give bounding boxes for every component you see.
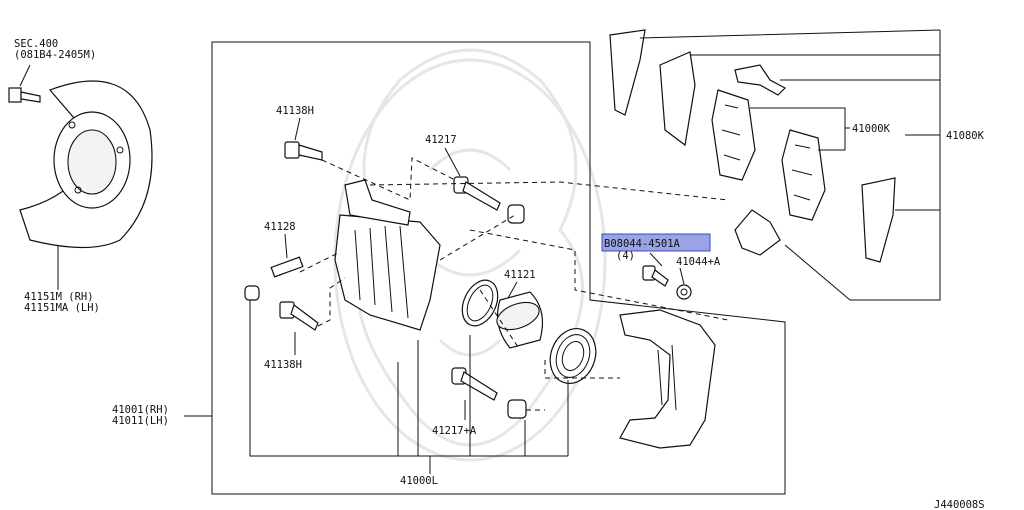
label-pad-set[interactable]: 41080K bbox=[946, 130, 985, 142]
leader-lines bbox=[184, 29, 941, 474]
shield-bolt[interactable] bbox=[8, 87, 41, 103]
caliper-mount-bolt-part[interactable] bbox=[642, 265, 669, 287]
highlighted-part-box[interactable] bbox=[601, 233, 711, 252]
guide-pin-bolt-bottom-part[interactable] bbox=[279, 301, 319, 331]
boot-bottom-part[interactable] bbox=[507, 399, 527, 419]
piston-boot-part[interactable] bbox=[543, 322, 603, 390]
pad-clips-part[interactable] bbox=[734, 64, 786, 96]
outer-brake-pad-part[interactable] bbox=[711, 89, 756, 181]
guide-pin-bolt-top-part[interactable] bbox=[284, 141, 323, 161]
splash-shield-part[interactable] bbox=[19, 80, 153, 249]
part-labels: SEC.400 (081B4-2405M) 41151M (RH) 41151M… bbox=[14, 38, 985, 510]
anti-rattle-clip-part[interactable] bbox=[734, 209, 781, 256]
caliper-body-part[interactable] bbox=[334, 179, 441, 331]
label-bleeder-screw[interactable]: 41128 bbox=[264, 221, 296, 233]
inner-brake-pad-part[interactable] bbox=[781, 129, 826, 221]
boot-top-part[interactable] bbox=[507, 204, 525, 224]
pad-shim-outer-part[interactable] bbox=[609, 29, 646, 116]
bleeder-screw-part[interactable] bbox=[244, 256, 304, 301]
label-sec-400-ref[interactable]: (081B4-2405M) bbox=[14, 49, 96, 61]
caliper-group-frame bbox=[211, 41, 786, 495]
label-piston[interactable]: 41121 bbox=[504, 269, 536, 281]
label-guide-pin-bolt-bottom[interactable]: 41138H bbox=[264, 359, 302, 371]
assembly-dashed-lines bbox=[299, 157, 729, 411]
label-bolt-qty: (4) bbox=[616, 250, 635, 262]
label-diagram-code: J440008S bbox=[934, 499, 985, 510]
label-sec-400[interactable]: SEC.400 bbox=[14, 38, 58, 50]
label-guide-pin-bolt-top[interactable]: 41138H bbox=[276, 105, 314, 117]
guide-pin-bottom-part[interactable] bbox=[451, 367, 498, 401]
piston-part[interactable] bbox=[493, 291, 543, 349]
label-pad-kit[interactable]: 41000K bbox=[852, 123, 891, 135]
torque-member-part[interactable] bbox=[619, 309, 716, 449]
label-caliper-assy-lh[interactable]: 41011(LH) bbox=[112, 415, 169, 427]
label-washer[interactable]: 41044+A bbox=[676, 256, 721, 268]
label-splash-shield-rh[interactable]: 41151M (RH) bbox=[24, 291, 94, 303]
label-seal-kit[interactable]: 41000L bbox=[400, 475, 438, 487]
piston-seal-part[interactable] bbox=[455, 274, 504, 331]
label-splash-shield-lh[interactable]: 41151MA (LH) bbox=[24, 302, 100, 314]
label-caliper-assy-rh[interactable]: 41001(RH) bbox=[112, 404, 169, 416]
label-guide-pin-top[interactable]: 41217 bbox=[425, 134, 457, 146]
label-guide-pin-bottom[interactable]: 41217+A bbox=[432, 425, 477, 437]
label-highlighted-bolt[interactable]: B08044-4501A bbox=[604, 238, 681, 250]
washer-part[interactable] bbox=[676, 284, 692, 300]
leader-sec400 bbox=[19, 64, 31, 87]
guide-pin-top-part[interactable] bbox=[453, 176, 501, 211]
pad-shim-inner-part[interactable] bbox=[659, 51, 696, 147]
pad-retainer-part[interactable] bbox=[861, 177, 896, 263]
